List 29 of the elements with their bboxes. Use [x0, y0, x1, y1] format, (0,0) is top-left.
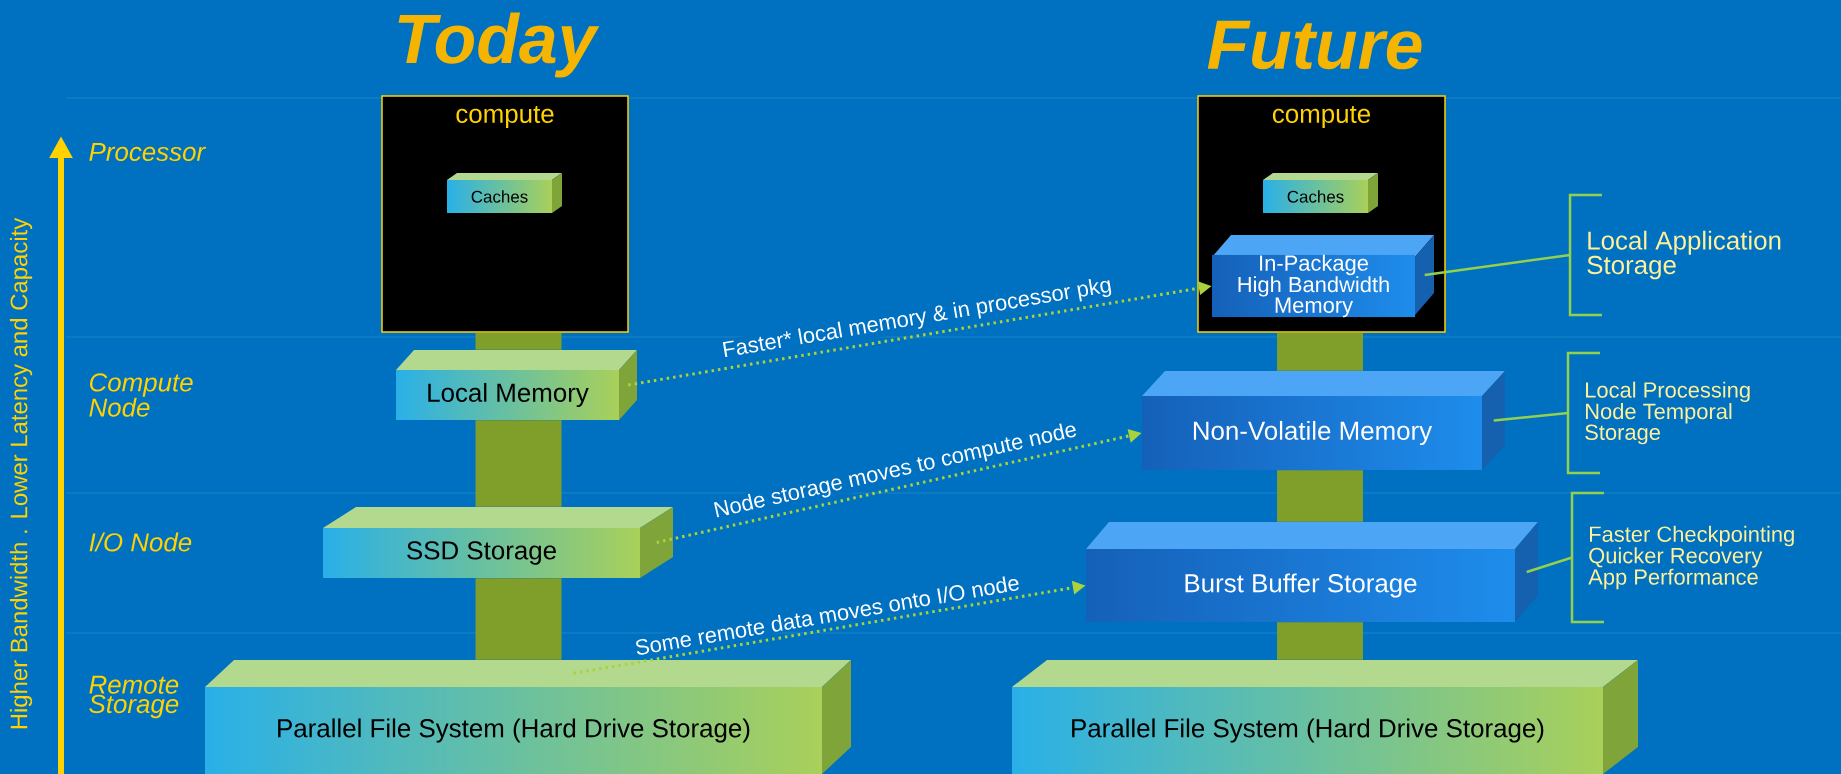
memory-block: Non-Volatile Memory: [1142, 371, 1505, 470]
bracket-note: Local Application Storage: [1568, 193, 1781, 317]
storage-block: Parallel File System (Hard Drive Storage): [205, 660, 851, 774]
storage-block: Local Memory: [396, 350, 637, 420]
storage-block: Parallel File System (Hard Drive Storage): [1012, 660, 1638, 774]
storage-block: Caches: [447, 173, 562, 213]
memory-block: Burst Buffer Storage: [1086, 522, 1538, 622]
title: Future: [1207, 20, 1422, 70]
row-label: Remote Storage: [89, 675, 179, 719]
memory-block: In-Package High Bandwidth Memory: [1212, 235, 1434, 318]
pillar: [1277, 470, 1363, 522]
pillar: [1277, 622, 1363, 660]
row-label: I/O Node: [89, 532, 192, 552]
bracket-note: Local Processing Node Temporal Storage: [1566, 351, 1750, 475]
storage-block: SSD Storage: [323, 507, 673, 578]
pillar: [475, 578, 562, 660]
axis-label: Higher Bandwidth . Lower Latency and Capacity: [9, 217, 33, 729]
pillar: [475, 332, 562, 350]
leader-line: [1493, 411, 1569, 422]
row-label: Processor: [89, 142, 206, 162]
leader-line: [1526, 556, 1573, 574]
edge-label: Faster* local memory & in processor pkg: [722, 279, 1112, 358]
bracket-note: Faster Checkpointing Quicker Recovery App Performance: [1570, 491, 1794, 624]
edge-label: Node storage moves to compute node: [714, 423, 1077, 518]
row-label: Compute Node: [89, 373, 193, 417]
edge-label: Some remote data moves onto I/O node: [636, 576, 1019, 655]
pillar: [1277, 332, 1363, 371]
title: Today: [398, 12, 600, 78]
storage-block: Caches: [1263, 173, 1378, 213]
